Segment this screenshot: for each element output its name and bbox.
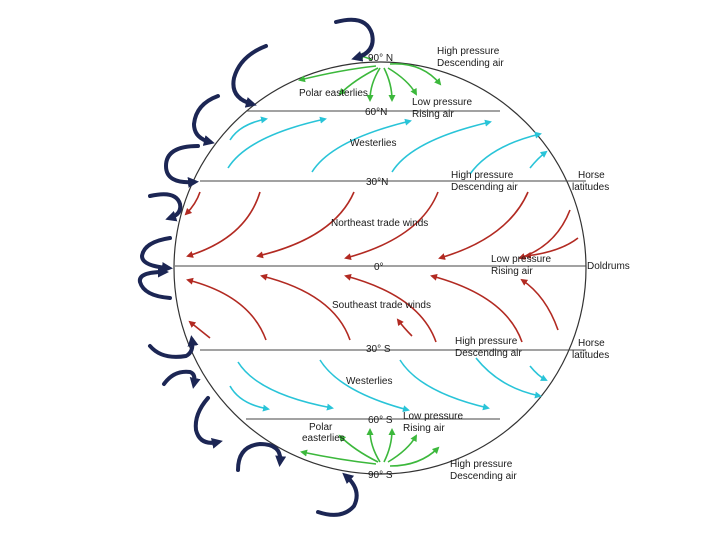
label-60s: 60° S <box>368 415 393 426</box>
label-90s: 90° S <box>368 470 393 481</box>
wind-labels: Polar easterlies Westerlies Northeast tr… <box>299 88 431 444</box>
label-low-60s-2: Rising air <box>403 423 445 434</box>
label-horse-s-2: latitudes <box>572 350 609 361</box>
label-high-30s-1: High pressure <box>455 336 518 347</box>
latitude-lines <box>175 110 586 420</box>
globe-outline <box>173 61 587 475</box>
label-high-30s-2: Descending air <box>455 348 522 359</box>
label-eq: 0° <box>374 262 384 273</box>
label-high-90s-2: Descending air <box>450 471 517 482</box>
label-high-30n-1: High pressure <box>451 170 514 181</box>
label-se-trades: Southeast trade winds <box>332 300 431 311</box>
circulation-icon <box>193 396 223 449</box>
circulation-icon <box>137 266 172 300</box>
circulation-icon <box>148 192 183 222</box>
label-low-60s-1: Low pressure <box>403 411 463 422</box>
circulation-icon <box>191 94 220 146</box>
circulation-cells <box>137 17 375 517</box>
label-horse-n-2: latitudes <box>572 182 609 193</box>
circulation-icon <box>334 17 375 62</box>
label-high-30n-2: Descending air <box>451 182 518 193</box>
polar-easterlies-south-arrows <box>300 428 440 467</box>
label-low-60n-2: Rising air <box>412 109 454 120</box>
se-trade-wind-arrows <box>186 273 559 343</box>
westerlies-south-arrows <box>229 357 548 413</box>
label-60n: 60°N <box>365 107 387 118</box>
label-horse-n-1: Horse <box>578 170 605 181</box>
label-doldrums: Doldrums <box>587 261 630 272</box>
westerlies-north-arrows <box>227 116 548 175</box>
circulation-icon <box>148 335 199 359</box>
circulation-icon <box>236 441 287 472</box>
zone-labels: Horse latitudes Doldrums Horse latitudes <box>572 170 630 361</box>
label-high-90s-1: High pressure <box>450 459 513 470</box>
circulation-icon <box>231 44 268 108</box>
pressure-labels: High pressure Descending air Low pressur… <box>403 46 551 482</box>
label-ne-trades: Northeast trade winds <box>331 218 428 229</box>
polar-easterlies-north-arrows <box>298 52 442 102</box>
label-low-eq-1: Low pressure <box>491 254 551 265</box>
label-horse-s-1: Horse <box>578 338 605 349</box>
label-westerlies-s: Westerlies <box>346 376 393 387</box>
label-30s: 30° S <box>366 344 391 355</box>
label-polar-easterlies-n: Polar easterlies <box>299 88 368 99</box>
label-polar-easterlies-s-2: easterlies <box>302 433 345 444</box>
circulation-icon <box>163 144 200 188</box>
latitude-labels: 90° N 60°N 30°N 0° 30° S 60° S 90° S <box>365 53 393 481</box>
label-low-eq-2: Rising air <box>491 266 533 277</box>
circulation-icon <box>162 369 201 389</box>
label-30n: 30°N <box>366 177 388 188</box>
label-westerlies-n: Westerlies <box>350 138 397 149</box>
ne-trade-wind-arrows <box>184 191 579 261</box>
label-low-60n-1: Low pressure <box>412 97 472 108</box>
label-high-90n-1: High pressure <box>437 46 500 57</box>
label-polar-easterlies-s-1: Polar <box>309 422 333 433</box>
circulation-icon <box>316 472 359 517</box>
label-high-90n-2: Descending air <box>437 58 504 69</box>
circulation-icon <box>139 236 173 274</box>
label-90n: 90° N <box>368 53 393 64</box>
